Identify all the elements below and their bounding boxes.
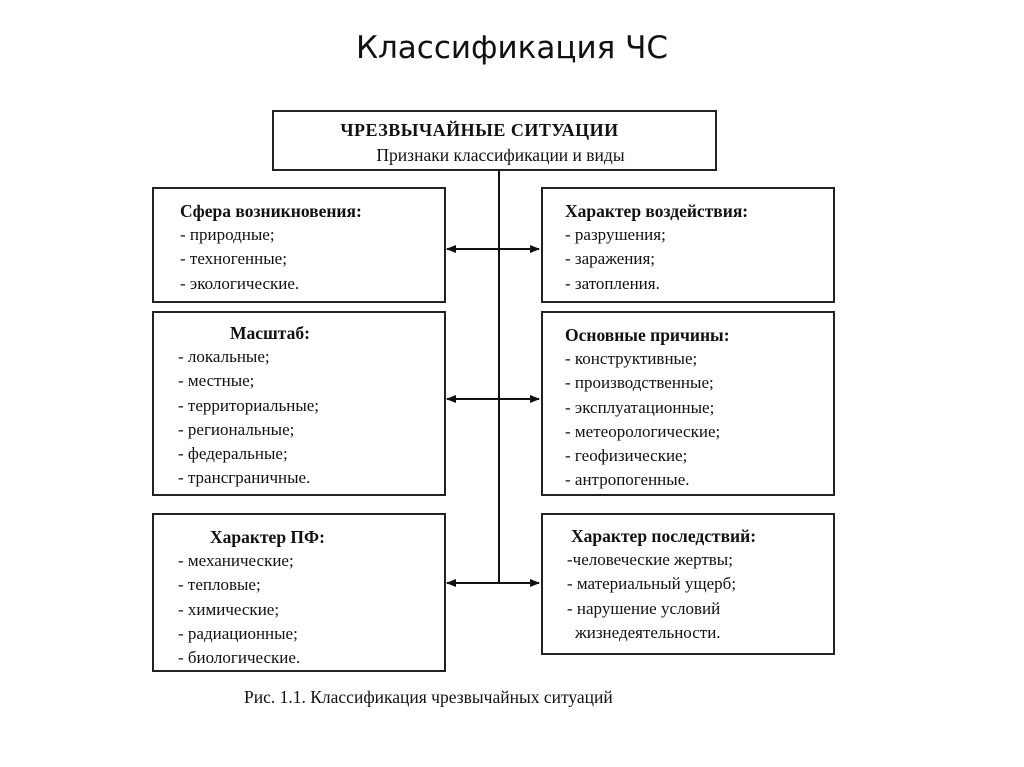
list-item: - производственные;: [565, 373, 714, 393]
box-heading: Характер воздействия:: [565, 201, 749, 221]
box-consequences: Характер последствий: -человеческие жерт…: [541, 513, 835, 655]
root-subtitle: Признаки классификации и виды: [376, 145, 625, 165]
list-item: - территориальные;: [178, 395, 320, 415]
list-item: - техногенные;: [180, 249, 287, 269]
box-impact-character: Характер воздействия: - разрушения; - за…: [541, 187, 835, 303]
list-item: - заражения;: [565, 249, 656, 269]
list-item: - федеральные;: [178, 444, 288, 464]
list-item: - региональные;: [178, 419, 295, 439]
list-item: - локальные;: [178, 347, 270, 366]
list-item: - материальный ущерб;: [567, 574, 737, 594]
list-item: - конструктивные;: [565, 349, 698, 368]
box-heading: Сфера возникновения:: [180, 201, 362, 221]
list-item: - механические;: [178, 551, 294, 570]
list-item: - трансграничные.: [178, 468, 311, 488]
box-damage-factor: Характер ПФ: - механические; - тепловые;…: [152, 513, 446, 672]
slide-title: Классификация ЧС: [355, 30, 669, 66]
list-item: - геофизические;: [565, 446, 688, 466]
list-item: - химические;: [178, 599, 280, 619]
root-title: ЧРЕЗВЫЧАЙНЫЕ СИТУАЦИИ: [340, 120, 619, 140]
root-box: ЧРЕЗВЫЧАЙНЫЕ СИТУАЦИИ Признаки классифик…: [272, 110, 717, 171]
list-item: - разрушения;: [565, 225, 666, 244]
list-item: - эксплуатационные;: [565, 397, 715, 417]
list-item: - тепловые;: [178, 575, 261, 595]
list-item: - радиационные;: [178, 623, 298, 643]
list-item: - природные;: [180, 225, 275, 244]
list-item: - экологические.: [180, 273, 300, 293]
list-item: - нарушение условий: [567, 598, 721, 618]
box-heading: Основные причины:: [565, 325, 730, 345]
box-heading: Характер последствий:: [571, 526, 757, 546]
list-item: - метеорологические;: [565, 421, 721, 441]
box-origin-sphere: Сфера возникновения: - природные; - техн…: [152, 187, 446, 303]
box-main-causes: Основные причины: - конструктивные; - пр…: [541, 311, 835, 496]
box-scale: Масштаб: - локальные; - местные; - терри…: [152, 311, 446, 496]
list-item: - затопления.: [565, 273, 660, 293]
list-item: - антропогенные.: [565, 470, 690, 490]
list-item: - биологические.: [178, 648, 301, 668]
list-item: жизнедеятельности.: [575, 622, 721, 642]
list-item: - местные;: [178, 371, 255, 391]
figure-caption: Рис. 1.1. Классификация чрезвычайных сит…: [244, 687, 613, 707]
box-heading: Характер ПФ:: [210, 527, 325, 547]
box-heading: Масштаб:: [230, 323, 310, 343]
list-item: -человеческие жертвы;: [567, 550, 733, 569]
